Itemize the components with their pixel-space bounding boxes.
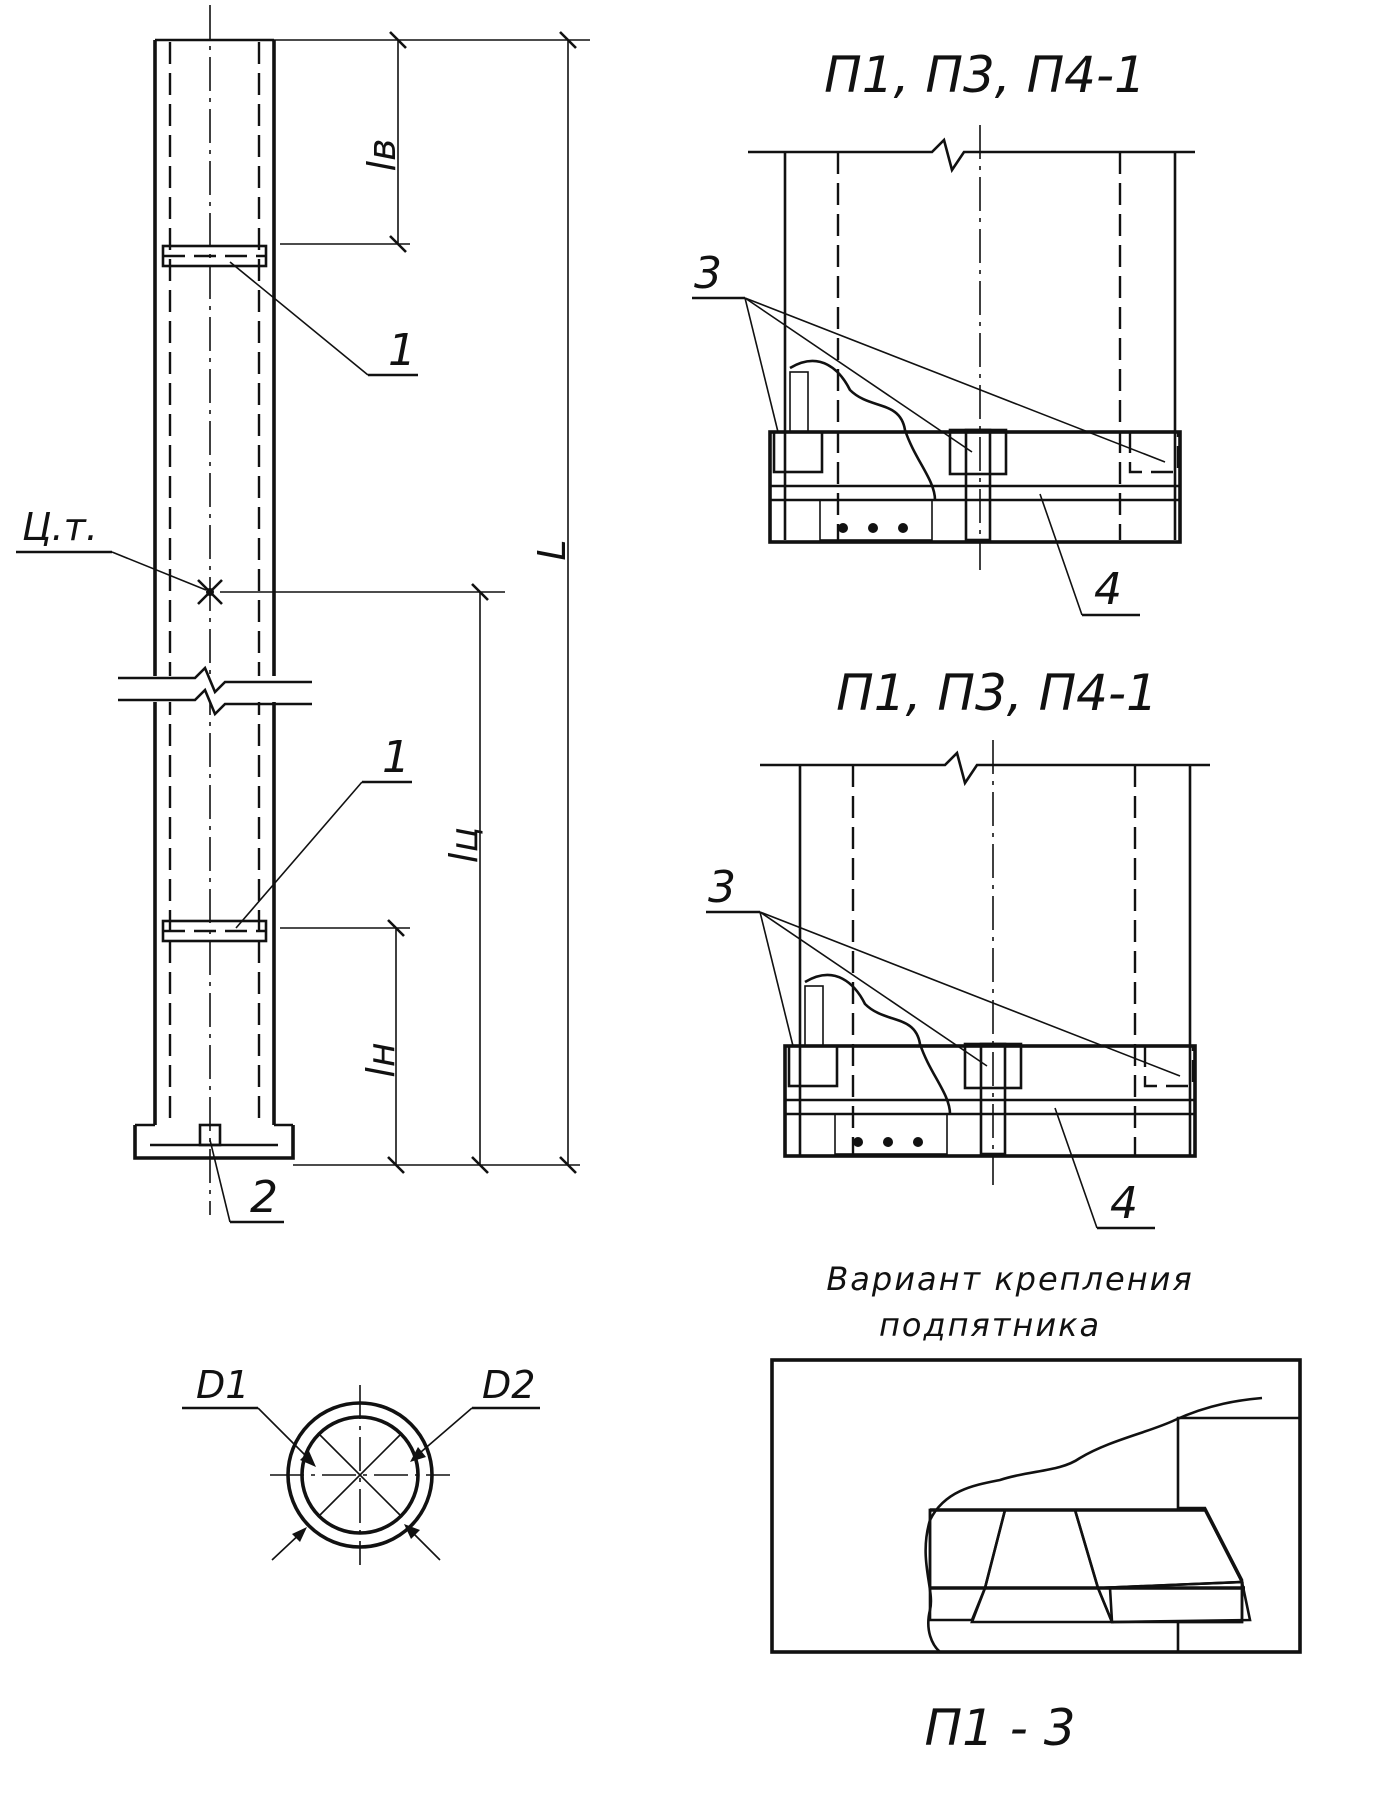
callout-4-lower: 4 bbox=[1054, 1107, 1155, 1230]
dimension-lines bbox=[220, 31, 590, 1174]
pipe-cross-section bbox=[182, 1385, 540, 1565]
pos-1-lower-label: 1 bbox=[382, 732, 410, 783]
variant-title-line1: Вариант крепления bbox=[826, 1260, 1193, 1298]
pos-4-upper-label: 4 bbox=[1094, 564, 1122, 615]
variant-caption: П1 - 3 bbox=[924, 1699, 1075, 1757]
detail-upper-title: П1, П3, П4-1 bbox=[824, 46, 1146, 104]
detail-lower bbox=[760, 740, 1210, 1185]
callout-4-upper: 4 bbox=[1039, 493, 1140, 617]
upper-ring bbox=[161, 244, 268, 268]
dim-top-label: lв bbox=[360, 139, 404, 172]
pos-4-lower-label: 4 bbox=[1110, 1178, 1138, 1229]
callout-2: 2 bbox=[209, 1139, 284, 1224]
diameter-inner-label: D1 bbox=[196, 1363, 249, 1407]
callout-1-upper: 1 bbox=[229, 261, 418, 377]
variant-detail bbox=[770, 1358, 1302, 1654]
callout-3-upper: 3 bbox=[692, 248, 1166, 463]
pos-3-lower-label: 3 bbox=[708, 862, 736, 913]
lower-ring bbox=[161, 919, 268, 943]
dim-bottom-label: lн bbox=[359, 1042, 403, 1077]
center-of-gravity-mark bbox=[197, 579, 223, 605]
callout-3-lower: 3 bbox=[706, 862, 1181, 1077]
center-of-gravity-callout: Ц.т. bbox=[16, 505, 207, 591]
pos-3-upper-label: 3 bbox=[694, 248, 722, 299]
callout-1-lower: 1 bbox=[235, 732, 412, 929]
column-elevation bbox=[115, 5, 315, 1215]
variant-title-line2: подпятника bbox=[879, 1306, 1101, 1344]
pos-1-upper-label: 1 bbox=[388, 325, 416, 376]
break-symbol bbox=[115, 665, 315, 717]
diameter-outer-label: D2 bbox=[482, 1363, 535, 1407]
dim-center-label: lц bbox=[442, 827, 486, 863]
center-of-gravity-label: Ц.т. bbox=[22, 505, 98, 549]
detail-lower-title: П1, П3, П4-1 bbox=[836, 664, 1158, 722]
dim-total-label: L bbox=[530, 539, 574, 560]
pos-2-label: 2 bbox=[250, 1172, 278, 1223]
detail-upper bbox=[748, 125, 1195, 570]
